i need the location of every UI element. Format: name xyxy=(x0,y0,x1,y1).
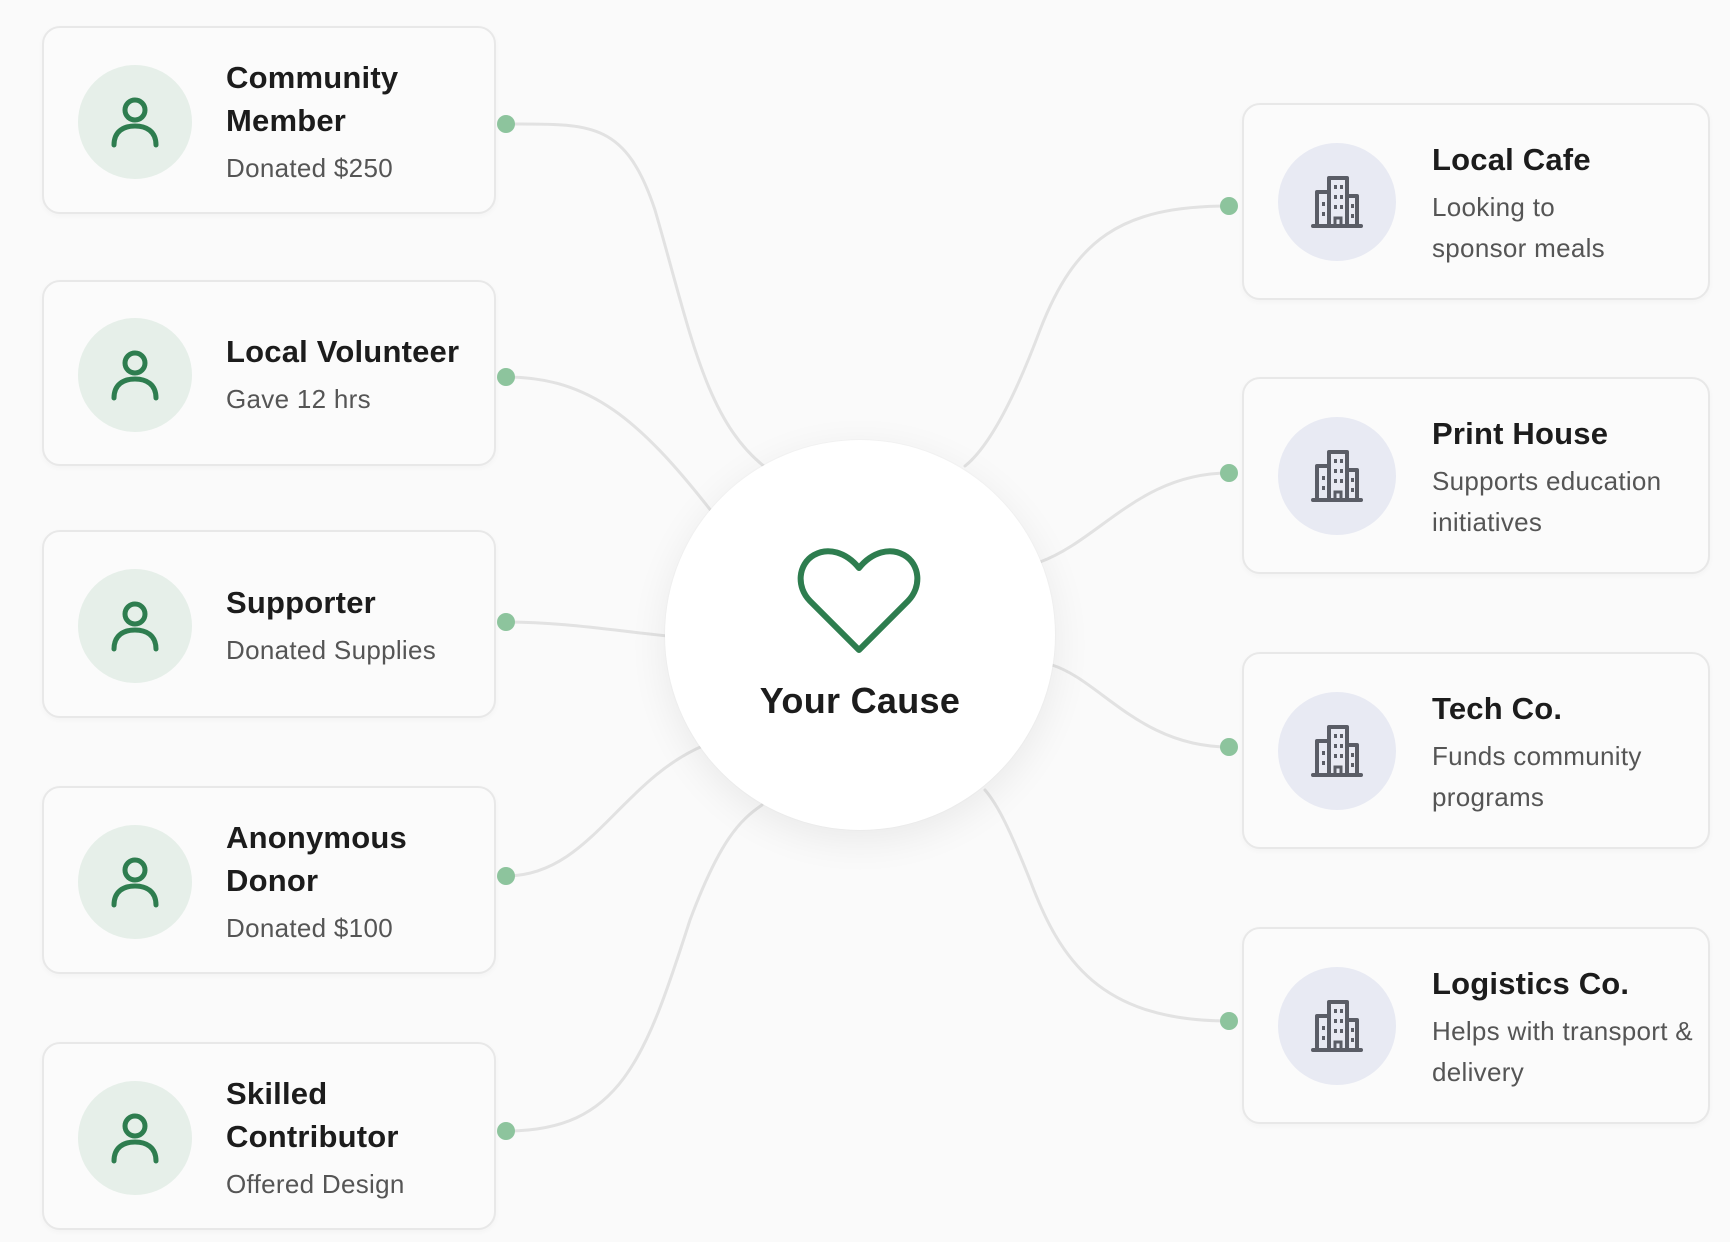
building-icon xyxy=(1311,450,1363,502)
card-text: Print House Supports education initiativ… xyxy=(1432,379,1700,576)
supporter-card-supporter[interactable]: Supporter Donated Supplies xyxy=(42,530,496,718)
person-icon xyxy=(111,97,159,148)
card-subtitle: Gave 12 hrs xyxy=(226,384,371,414)
card-text: Local Volunteer Gave 12 hrs xyxy=(226,282,486,468)
card-subtitle: Donated $250 xyxy=(226,152,393,183)
business-card-tech-co[interactable]: Tech Co. Funds community programs xyxy=(1242,652,1710,849)
connector-dot xyxy=(1220,738,1238,756)
cause-hub[interactable]: Your Cause xyxy=(665,440,1055,830)
person-icon xyxy=(111,601,159,652)
card-subtitle: Helps with transport & delivery xyxy=(1432,1016,1693,1087)
person-icon xyxy=(111,1113,159,1164)
avatar xyxy=(78,65,192,179)
connector-line xyxy=(504,620,670,638)
card-text: Tech Co. Funds community programs xyxy=(1432,654,1700,851)
avatar xyxy=(1278,143,1396,261)
heart-icon xyxy=(797,548,921,653)
card-text: Skilled Contributor Offered Design xyxy=(226,1044,486,1232)
supporter-card-anonymous-donor[interactable]: Anonymous Donor Donated $100 xyxy=(42,786,496,974)
card-text: Supporter Donated Supplies xyxy=(226,532,486,720)
avatar xyxy=(1278,967,1396,1085)
card-title: Supporter xyxy=(226,585,376,620)
connector-line xyxy=(1050,663,1231,749)
connector-line xyxy=(1038,471,1231,564)
connector-dot xyxy=(1220,1012,1238,1030)
business-card-print-house[interactable]: Print House Supports education initiativ… xyxy=(1242,377,1710,574)
avatar xyxy=(78,1081,192,1195)
card-text: Local Cafe Looking to sponsor meals xyxy=(1432,105,1700,302)
business-card-local-cafe[interactable]: Local Cafe Looking to sponsor meals xyxy=(1242,103,1710,300)
connector-dot xyxy=(497,115,515,133)
person-icon xyxy=(111,857,159,908)
connector-dot xyxy=(497,613,515,631)
person-icon xyxy=(111,350,159,401)
card-subtitle: Looking to sponsor meals xyxy=(1432,192,1605,263)
card-title: Anonymous Donor xyxy=(226,819,407,898)
connector-line xyxy=(504,122,767,469)
avatar xyxy=(1278,692,1396,810)
card-title: Tech Co. xyxy=(1432,691,1563,726)
building-icon xyxy=(1311,725,1363,777)
avatar xyxy=(1278,417,1396,535)
card-title: Local Volunteer xyxy=(226,334,460,369)
building-icon xyxy=(1311,176,1363,228)
card-subtitle: Offered Design xyxy=(226,1168,405,1199)
connector-dot xyxy=(497,1122,515,1140)
supporter-card-skilled-contributor[interactable]: Skilled Contributor Offered Design xyxy=(42,1042,496,1230)
card-title: Community Member xyxy=(226,59,399,138)
card-title: Print House xyxy=(1432,416,1609,451)
connector-dot xyxy=(497,867,515,885)
connector-dot xyxy=(1220,197,1238,215)
avatar xyxy=(78,569,192,683)
card-subtitle: Funds community programs xyxy=(1432,741,1642,812)
card-subtitle: Supports education initiatives xyxy=(1432,466,1662,537)
connector-line xyxy=(963,204,1231,468)
connector-line xyxy=(983,788,1231,1023)
card-text: Community Member Donated $250 xyxy=(226,28,486,216)
supporter-card-community-member[interactable]: Community Member Donated $250 xyxy=(42,26,496,214)
connector-line xyxy=(504,375,714,514)
connector-line xyxy=(504,743,707,878)
card-text: Anonymous Donor Donated $100 xyxy=(226,788,486,976)
card-subtitle: Donated Supplies xyxy=(226,635,437,665)
card-title: Logistics Co. xyxy=(1432,966,1630,1001)
hub-label: Your Cause xyxy=(759,680,961,721)
connector-dot xyxy=(1220,464,1238,482)
card-subtitle: Donated $100 xyxy=(226,912,393,943)
building-icon xyxy=(1311,1000,1363,1052)
business-card-logistics-co[interactable]: Logistics Co. Helps with transport & del… xyxy=(1242,927,1710,1124)
supporter-card-local-volunteer[interactable]: Local Volunteer Gave 12 hrs xyxy=(42,280,496,466)
card-title: Local Cafe xyxy=(1432,142,1591,177)
connector-dot xyxy=(497,368,515,386)
connector-line xyxy=(504,803,764,1133)
avatar xyxy=(78,825,192,939)
card-text: Logistics Co. Helps with transport & del… xyxy=(1432,929,1700,1126)
card-title: Skilled Contributor xyxy=(226,1075,399,1154)
avatar xyxy=(78,318,192,432)
